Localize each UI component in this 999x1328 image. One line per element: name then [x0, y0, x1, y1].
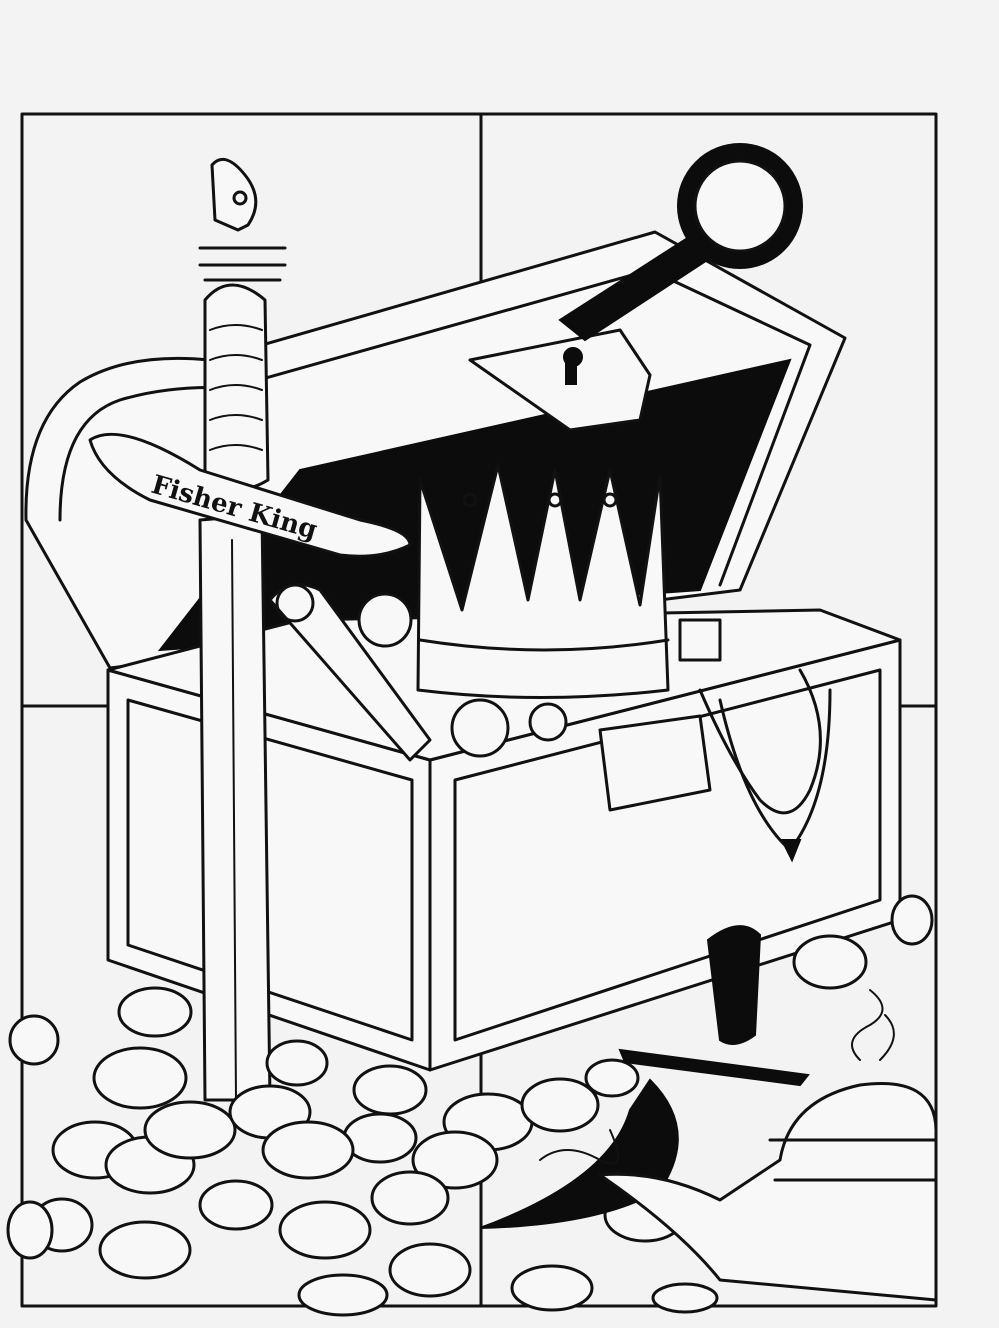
- book: [598, 714, 712, 812]
- crown: [416, 463, 670, 699]
- scroll: [268, 582, 432, 762]
- treasure-pile: [268, 582, 722, 812]
- fish-sword: Fisher King: [88, 157, 412, 1102]
- coin-pile: [6, 894, 934, 1317]
- oil-lamp: [539, 989, 938, 1302]
- key: [468, 143, 803, 432]
- necklace: [698, 668, 832, 863]
